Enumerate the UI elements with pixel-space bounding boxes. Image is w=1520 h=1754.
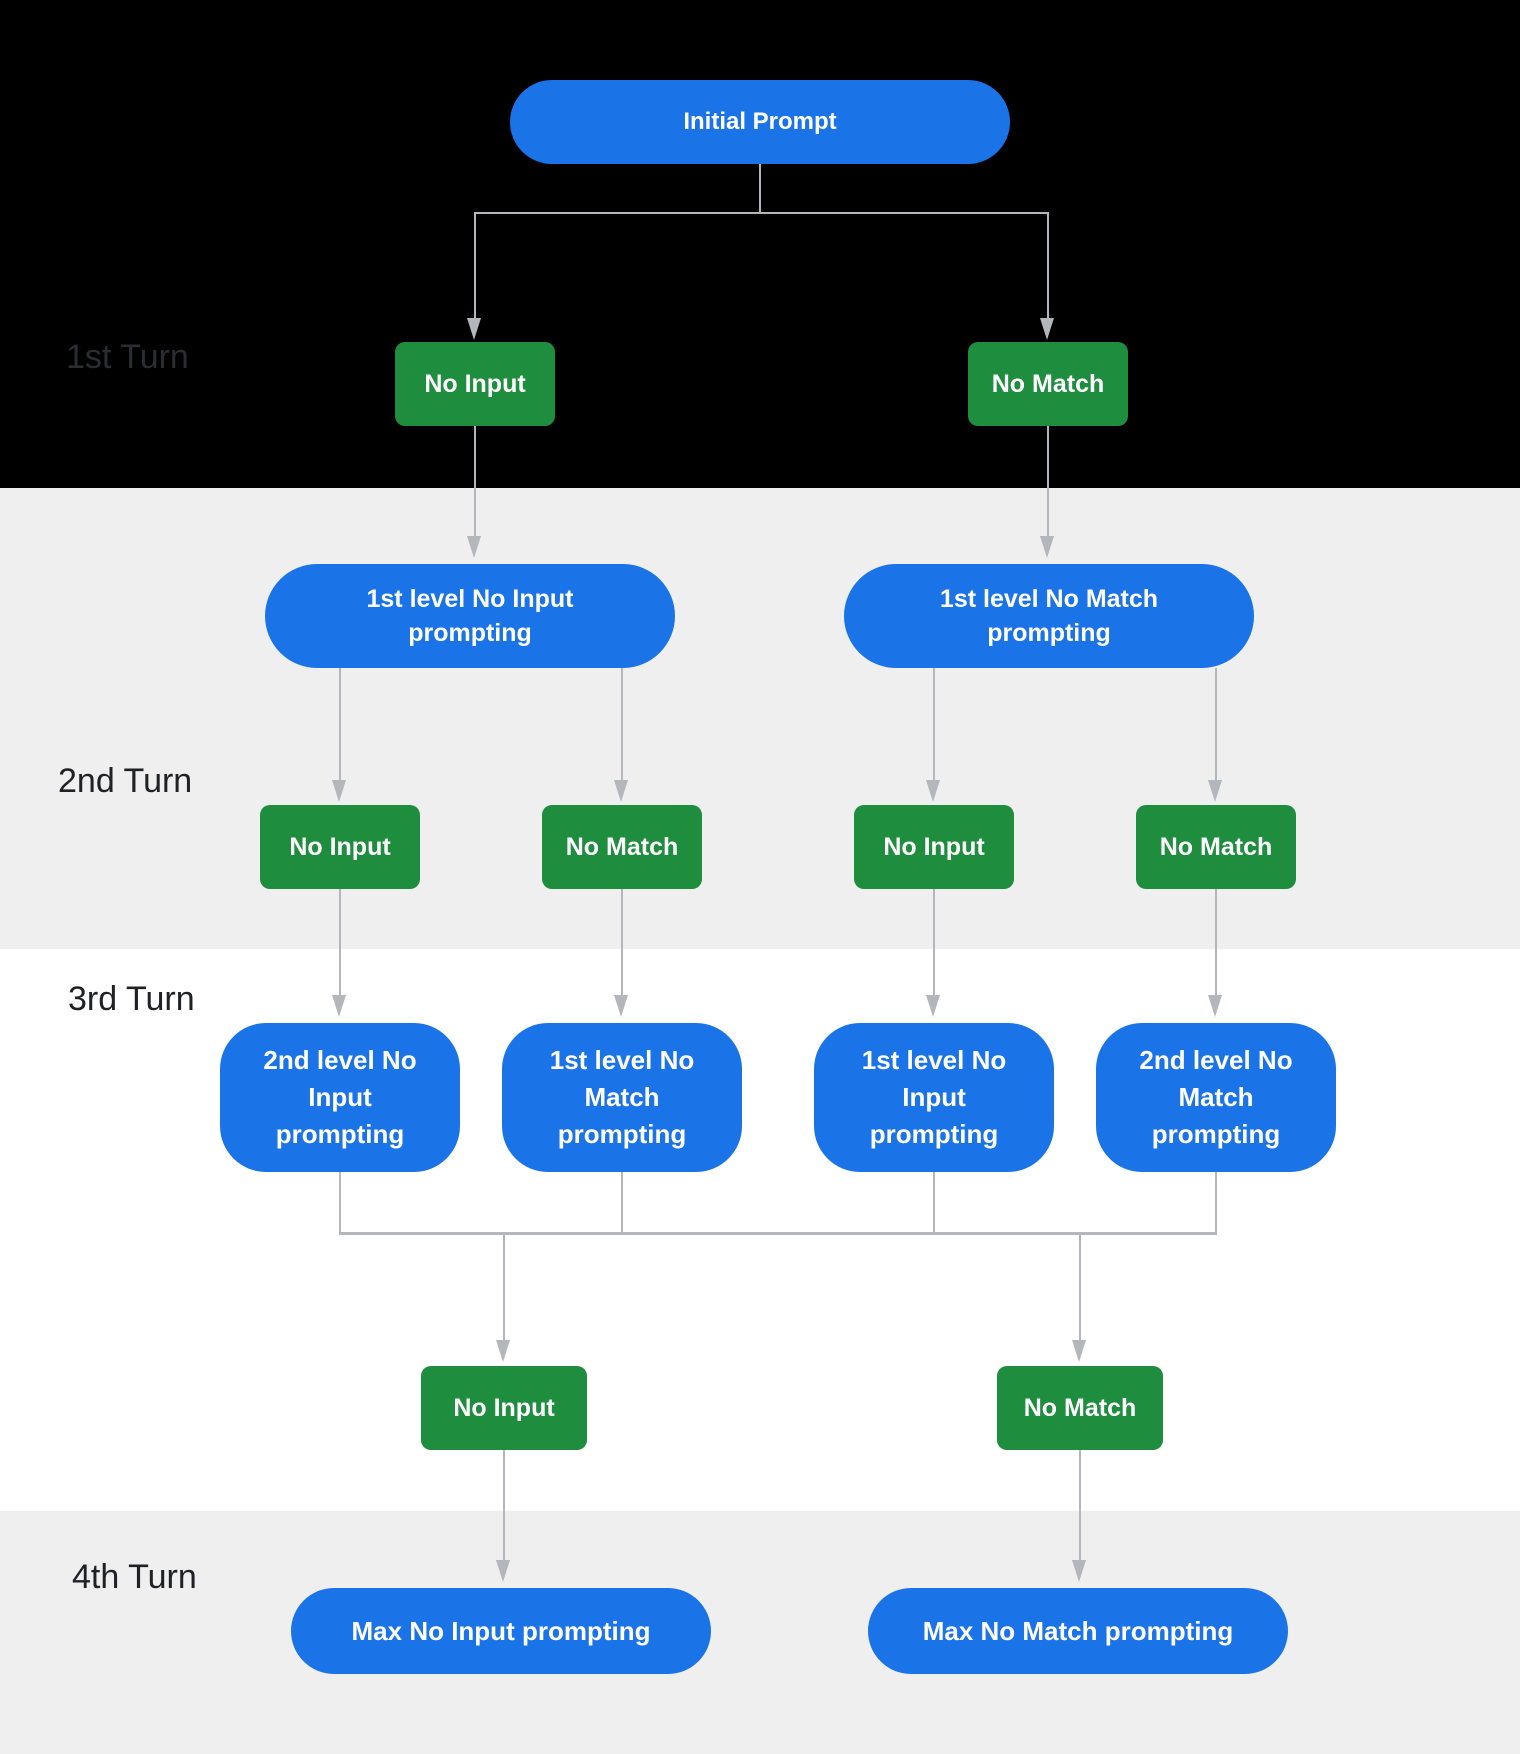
node-text-line: 1st level No Input: [366, 585, 574, 613]
node-text-line: 1st level No: [861, 1045, 1007, 1075]
arrowhead-turn1-no-match: [1040, 318, 1054, 340]
arrowhead-turn3-box4: [1208, 995, 1222, 1017]
arrowhead-1st-level-no-match: [1040, 536, 1054, 558]
node-text-line: prompting: [408, 619, 532, 647]
connector-bus-to-no-input: [503, 1234, 505, 1340]
arrowhead-turn3-box3: [926, 995, 940, 1017]
turn2-left-no-input-node: No Input: [260, 805, 420, 889]
node-text-line: prompting: [557, 1119, 687, 1149]
node-text-line: 1st level No Match: [939, 585, 1159, 613]
connector-to-max-no-match: [1079, 1450, 1081, 1560]
section-turn-4-background: [0, 1511, 1520, 1754]
section-turn-1-background: [0, 0, 1520, 488]
node-text-line: 2nd level No: [1139, 1045, 1293, 1075]
turn2-no-match-prompting-node: 1st level No Match prompting: [844, 564, 1254, 668]
connector-to-max-no-input: [503, 1450, 505, 1560]
turn-4-label: 4th Turn: [72, 1558, 197, 1596]
connector-no-input-to-1st-level: [474, 426, 476, 536]
turn2-no-input-prompting-node: 1st level No Input prompting: [265, 564, 675, 668]
connector-pill2-to-no-match: [1215, 668, 1217, 780]
arrowhead-turn2-no-match-right: [1208, 780, 1222, 802]
connector-to-turn3-box3: [933, 889, 935, 995]
turn2-right-no-input-node: No Input: [854, 805, 1014, 889]
arrowhead-turn2-no-input-right: [926, 780, 940, 802]
arrowhead-turn1-no-input: [467, 318, 481, 340]
turn3-2nd-level-no-match-node: 2nd level No Match prompting: [1096, 1023, 1336, 1172]
node-text-line: prompting: [869, 1119, 999, 1149]
initial-prompt-node: Initial Prompt: [510, 80, 1010, 164]
turn3-no-input-node: No Input: [421, 1366, 587, 1450]
node-text-line: Input: [308, 1082, 372, 1112]
connector-pill1-to-no-match: [621, 668, 623, 780]
arrowhead-turn2-no-input-left: [332, 780, 346, 802]
node-text-line: prompting: [987, 619, 1111, 647]
arrowhead-turn3-box1: [332, 995, 346, 1017]
turn3-1st-level-no-input-node: 1st level No Input prompting: [814, 1023, 1054, 1172]
node-text-line: 1st level No: [549, 1045, 695, 1075]
connector-pill1-to-no-input: [339, 668, 341, 780]
arrowhead-1st-level-no-input: [467, 536, 481, 558]
connector-initial-stem: [759, 164, 761, 213]
connector-to-turn3-box2: [621, 889, 623, 995]
turn3-1st-level-no-match-node: 1st level No Match prompting: [502, 1023, 742, 1172]
arrowhead-turn3-no-match: [1072, 1340, 1086, 1362]
connector-converge-3: [933, 1172, 935, 1234]
turn3-no-match-node: No Match: [997, 1366, 1163, 1450]
turn2-left-no-match-node: No Match: [542, 805, 702, 889]
arrowhead-turn3-no-input: [496, 1340, 510, 1362]
connector-converge-2: [621, 1172, 623, 1234]
turn2-right-no-match-node: No Match: [1136, 805, 1296, 889]
turn1-no-input-node: No Input: [395, 342, 555, 426]
connector-converge-4: [1215, 1172, 1217, 1234]
arrowhead-max-no-match: [1072, 1560, 1086, 1582]
turn4-max-no-match-node: Max No Match prompting: [868, 1588, 1288, 1674]
node-text-line: prompting: [1151, 1119, 1281, 1149]
arrowhead-turn3-box2: [614, 995, 628, 1017]
node-text-line: Input: [902, 1082, 966, 1112]
connector-converge-bus: [339, 1232, 1217, 1235]
turn-2-label: 2nd Turn: [58, 762, 193, 800]
arrowhead-turn2-no-match-left: [614, 780, 628, 802]
turn-1-label: 1st Turn: [66, 338, 189, 376]
connector-to-turn3-box4: [1215, 889, 1217, 995]
node-text-line: Match: [584, 1082, 660, 1112]
node-text-line: prompting: [275, 1119, 405, 1149]
connector-converge-1: [339, 1172, 341, 1234]
connector-bus-to-no-match: [1079, 1234, 1081, 1340]
arrowhead-max-no-input: [496, 1560, 510, 1582]
turn-3-label: 3rd Turn: [68, 980, 195, 1018]
turn4-max-no-input-node: Max No Input prompting: [291, 1588, 711, 1674]
node-text-line: Match: [1178, 1082, 1254, 1112]
connector-to-turn1-no-match: [1047, 212, 1049, 318]
node-text-line: 2nd level No: [263, 1045, 417, 1075]
connector-initial-branch: [474, 212, 1049, 214]
turn1-no-match-node: No Match: [968, 342, 1128, 426]
connector-pill2-to-no-input: [933, 668, 935, 780]
connector-to-turn1-no-input: [474, 212, 476, 318]
turn3-2nd-level-no-input-node: 2nd level No Input prompting: [220, 1023, 460, 1172]
connector-no-match-to-1st-level: [1047, 426, 1049, 536]
connector-to-turn3-box1: [339, 889, 341, 995]
